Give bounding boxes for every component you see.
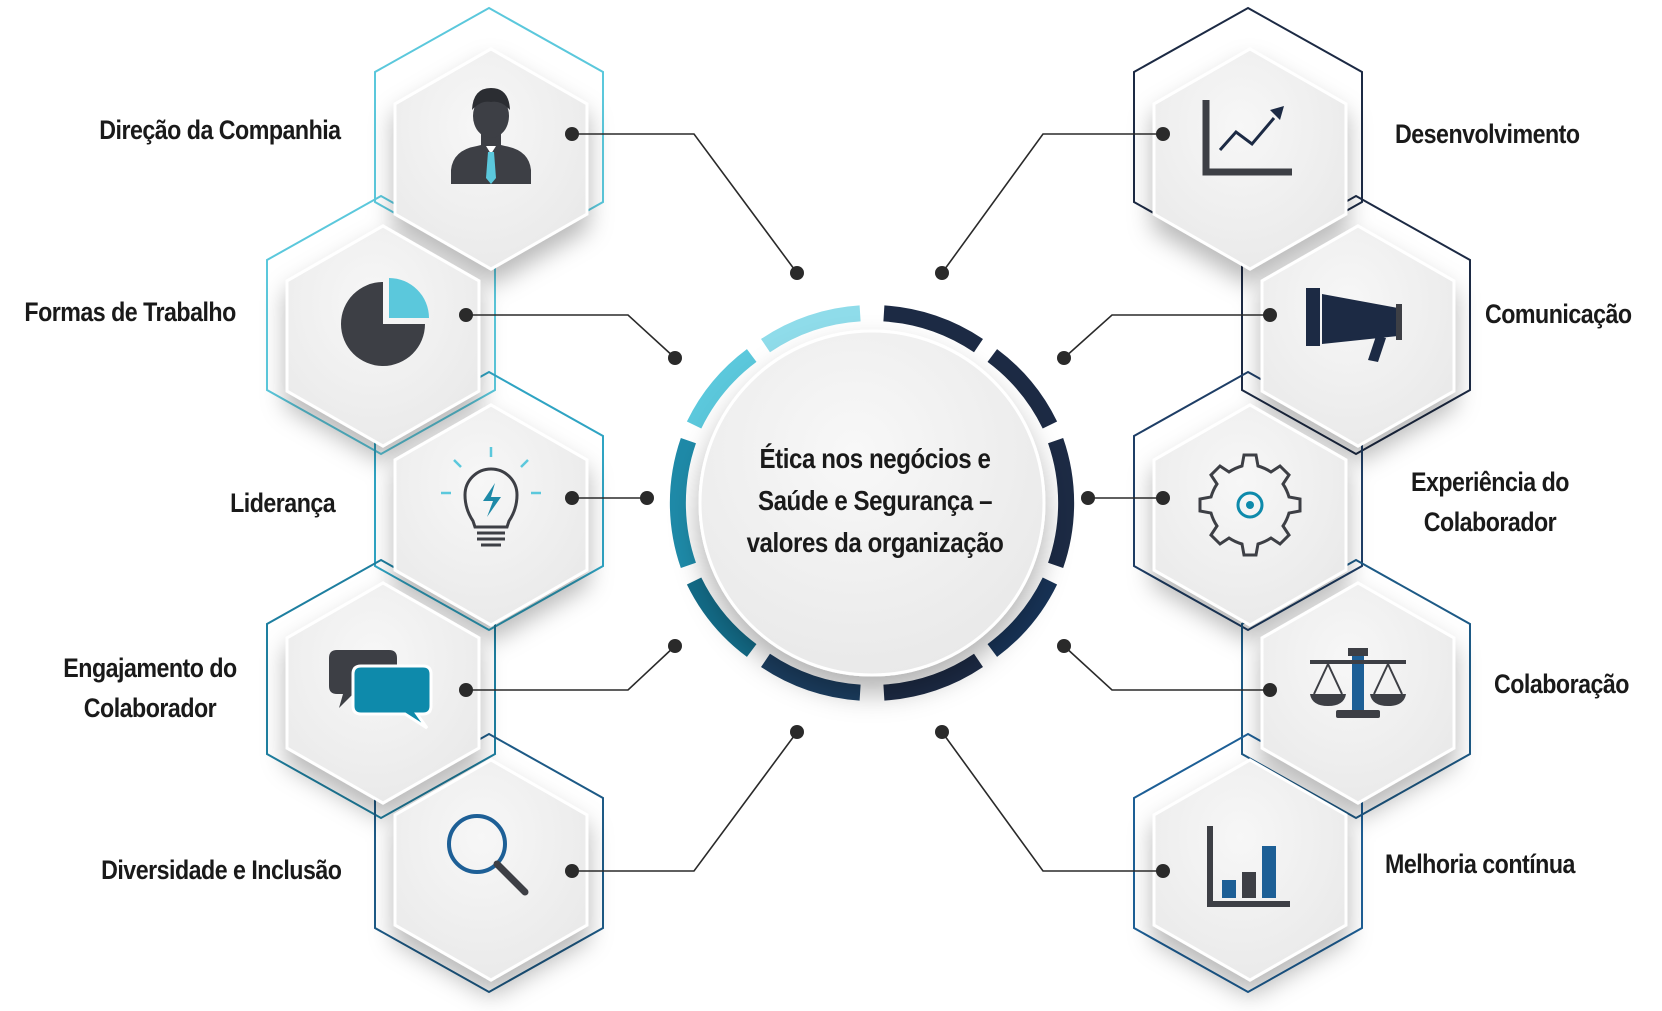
dot (668, 639, 682, 653)
label-colaboracao: Colaboração (1494, 664, 1629, 704)
dot (565, 127, 579, 141)
label-melhoria-continua: Melhoria contínua (1385, 844, 1575, 884)
ring-segment (761, 653, 861, 701)
ring-segment (987, 577, 1058, 657)
center-circle (698, 329, 1046, 677)
label-line: Colaboração (1494, 669, 1629, 699)
ring-segment (669, 437, 696, 569)
dot (459, 683, 473, 697)
lightbulb-icon (441, 447, 541, 547)
dot (1156, 864, 1170, 878)
connector-right-5 (941, 731, 1163, 872)
scale-icon (1310, 648, 1406, 718)
dot (565, 864, 579, 878)
ring-segment (987, 349, 1058, 429)
ring-segment (761, 305, 861, 353)
connector-right-1 (941, 133, 1163, 274)
label-desenvolvimento: Desenvolvimento (1395, 114, 1580, 154)
dot (1263, 683, 1277, 697)
dot (935, 266, 949, 280)
center-title-line: Saúde e Segurança – (757, 485, 993, 516)
hex-right-1 (1152, 47, 1348, 271)
connector-right-2 (1063, 314, 1270, 359)
ring-segment (686, 349, 757, 429)
connector-left-2 (466, 314, 676, 359)
label-direcao-da-companhia: Direção da Companhia (99, 110, 342, 150)
connector-left-1 (572, 133, 798, 274)
dot (1081, 491, 1095, 505)
ring-segment (1048, 437, 1075, 569)
dot (790, 266, 804, 280)
label-comunicacao: Comunicação (1485, 294, 1632, 334)
center-title-line: Ética nos negócios e (759, 443, 991, 474)
connector-left-5 (572, 731, 798, 872)
businessman-icon (451, 88, 531, 184)
label-formas-de-trabalho: Formas de Trabalho (24, 292, 237, 332)
label-line: Comunicação (1485, 299, 1632, 329)
connector-right-4 (1063, 645, 1270, 691)
center-title: Ética nos negócios e Saúde e Segurança –… (733, 438, 1017, 564)
label-line: Experiência do (1411, 467, 1569, 497)
label-diversidade-e-inclusao: Diversidade e Inclusão (100, 850, 342, 890)
ring-segment (686, 577, 757, 657)
outline-hex-right-4 (1241, 558, 1471, 820)
hex-left-3 (393, 403, 589, 627)
label-line: Formas de Trabalho (24, 297, 237, 327)
ring-segment (883, 305, 983, 353)
magnifier-icon (447, 814, 529, 896)
dot (668, 351, 682, 365)
connector-left-4 (466, 645, 676, 691)
label-engajamento-do-colaborador: Engajamento do Colaborador (38, 648, 262, 728)
label-line: Colaborador (83, 693, 217, 723)
dot (1057, 639, 1071, 653)
label-line: Direção da Companhia (99, 115, 342, 145)
label-line: Melhoria contínua (1385, 849, 1575, 879)
pie-chart-icon (341, 278, 429, 366)
label-lideranca: Liderança (229, 483, 336, 523)
hex-right-5 (1152, 758, 1348, 982)
ring-segment (883, 653, 983, 701)
megaphone-icon (1306, 288, 1402, 362)
dot (1057, 351, 1071, 365)
dot (565, 491, 579, 505)
center-ring (669, 305, 1075, 701)
label-line: Diversidade e Inclusão (100, 855, 342, 885)
growth-chart-icon (1202, 100, 1292, 176)
dot (1156, 491, 1170, 505)
bar-chart-icon (1207, 826, 1290, 907)
hex-right-3 (1152, 403, 1348, 627)
label-line: Liderança (229, 488, 336, 518)
dot (1263, 308, 1277, 322)
center-title-line: valores da organização (746, 527, 1004, 558)
chat-bubbles-icon (329, 650, 433, 730)
dot (640, 491, 654, 505)
gear-icon (1198, 453, 1302, 557)
dot (459, 308, 473, 322)
label-line: Desenvolvimento (1395, 119, 1580, 149)
label-line: Engajamento do (63, 653, 237, 683)
dot (790, 725, 804, 739)
label-experiencia-do-colaborador: Experiência do Colaborador (1395, 462, 1584, 542)
dot (935, 725, 949, 739)
label-line: Colaborador (1423, 507, 1557, 537)
dot (1156, 127, 1170, 141)
connector-dots (459, 127, 1277, 878)
connectors (466, 133, 1270, 872)
